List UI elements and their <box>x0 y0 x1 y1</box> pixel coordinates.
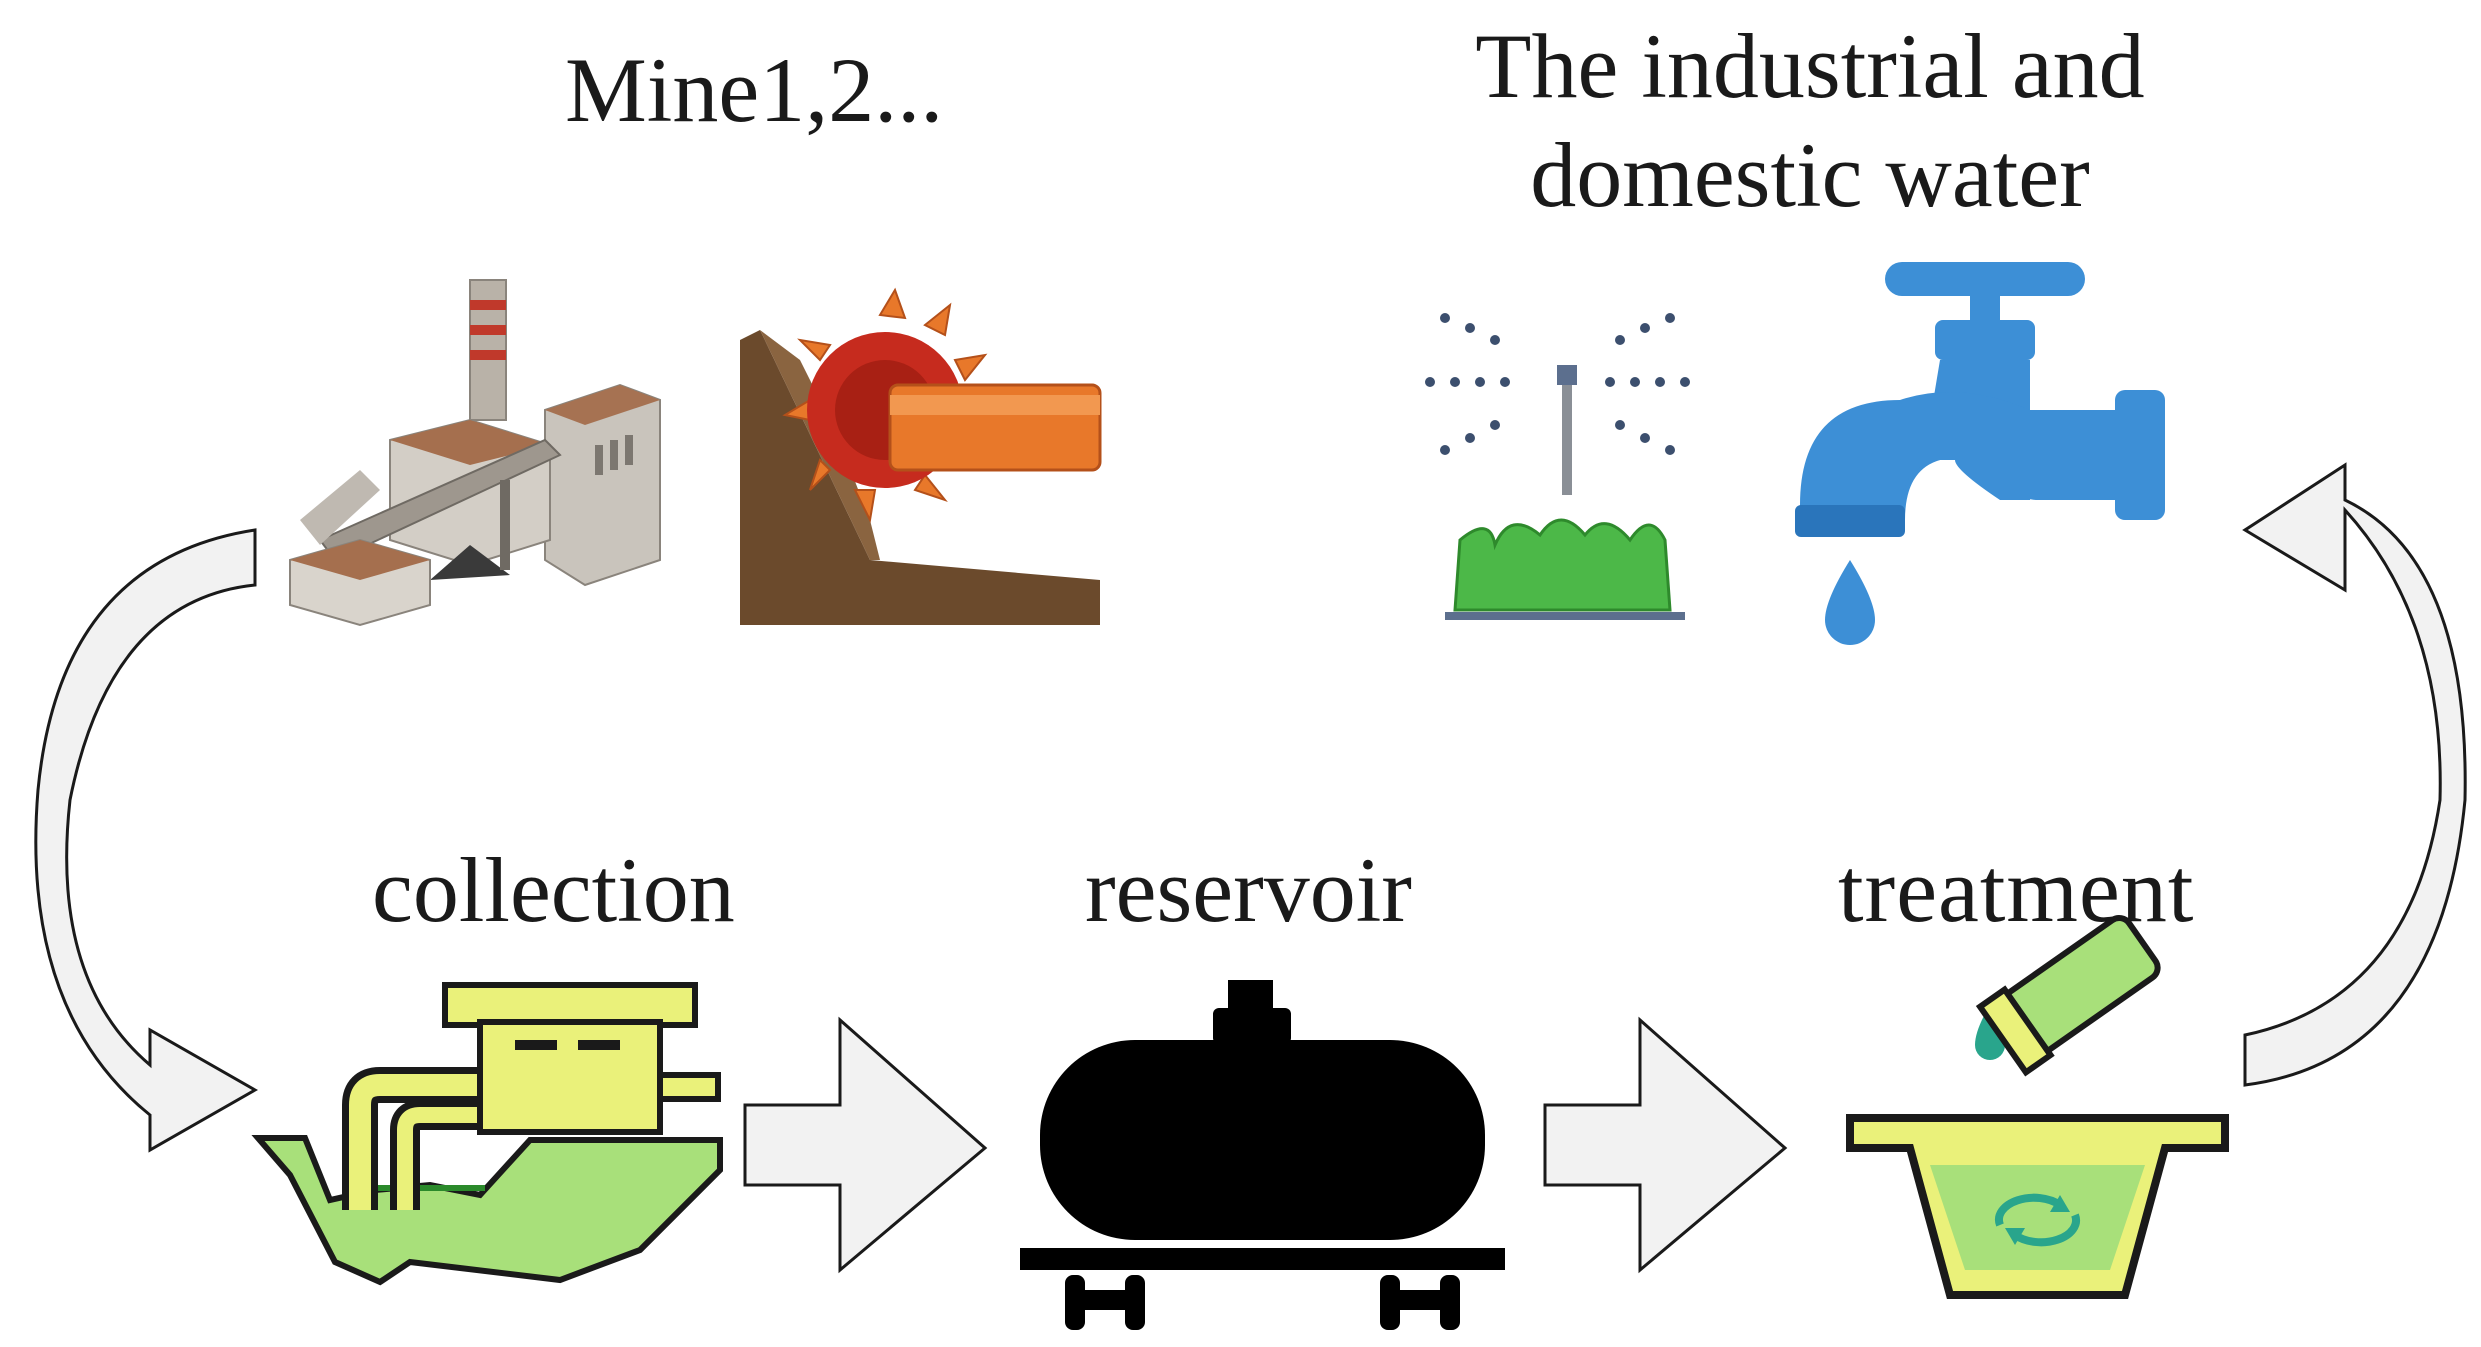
end-use-label-line2: domestic water <box>1530 123 2090 226</box>
mine-label: Mine1,2... <box>565 39 944 141</box>
treatment-basin-icon <box>1846 915 2229 1299</box>
collection-pit-icon <box>251 982 723 1286</box>
arrow-reservoir-to-treatment <box>1543 1016 1788 1274</box>
tank-wagon-icon <box>1020 980 1505 1330</box>
stage-label-reservoir: reservoir <box>1085 839 1412 941</box>
stage-label-treatment: treatment <box>1838 839 2195 941</box>
curved-arrow-treatment-to-end-use <box>2242 462 2467 1087</box>
arrow-collection-to-reservoir <box>743 1016 988 1274</box>
end-use-label-line1: The industrial and <box>1475 15 2145 117</box>
end-use-label: The industrial and domestic water <box>1400 12 2220 229</box>
factory-icon <box>289 279 661 627</box>
water-tap-icon <box>1795 262 2165 645</box>
stage-label-collection: collection <box>372 839 735 941</box>
excavator-wheel-icon <box>740 287 1102 625</box>
curved-arrow-sources-to-collection <box>34 528 259 1153</box>
sprinkler-icon <box>1425 313 1690 620</box>
